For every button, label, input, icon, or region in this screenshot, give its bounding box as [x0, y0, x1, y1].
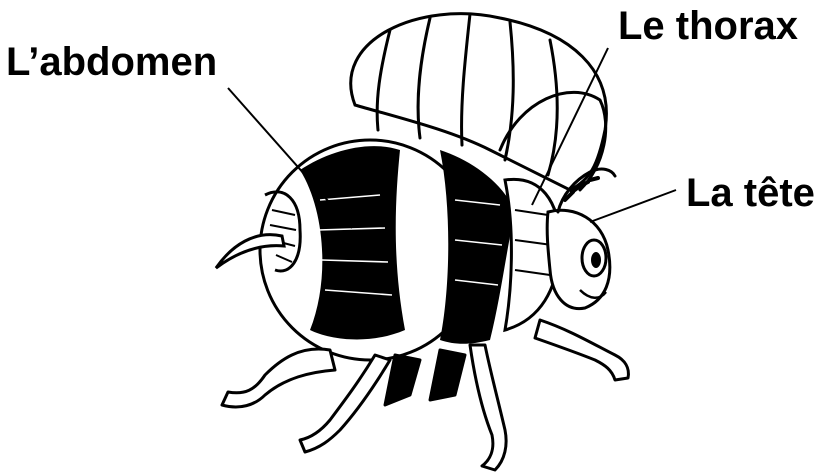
head [547, 210, 610, 308]
leg-dark-shadow-2 [430, 350, 465, 400]
abdomen [216, 140, 515, 360]
label-thorax: Le thorax [618, 6, 798, 46]
label-tete: La tête [686, 173, 815, 213]
leg-1 [222, 349, 335, 407]
leg-3 [470, 345, 506, 470]
label-abdomen: L’abdomen [6, 42, 217, 82]
leg-4 [535, 320, 628, 380]
leader-tete [590, 190, 676, 222]
pupil [591, 252, 601, 268]
leg-dark-shadow [385, 355, 420, 405]
